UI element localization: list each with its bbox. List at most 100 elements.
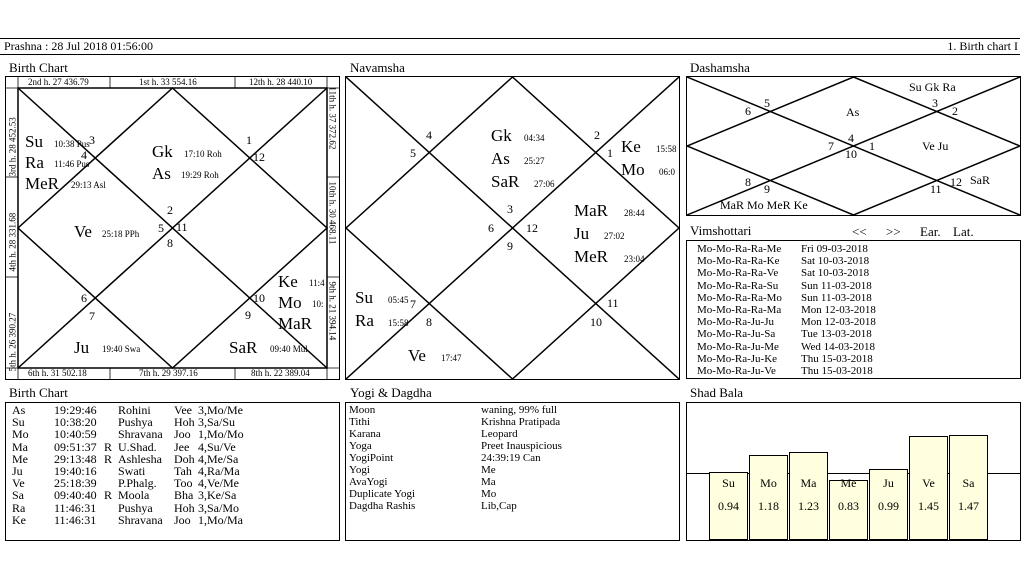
nav-planet-sar-degree: 27:06 [534, 179, 555, 189]
planet-longitude: 25:18:39 [54, 476, 97, 491]
dashamsha-lines [687, 77, 1020, 215]
yogi-value: Leopard [481, 428, 518, 440]
d10-su-gk-ra[interactable]: Su Gk Ra [909, 80, 956, 94]
planet-mer[interactable]: MeR [25, 174, 59, 193]
planet-gk[interactable]: Gk [152, 142, 173, 161]
planet-mo-degree: 10: [312, 299, 324, 309]
nav-planet-mar[interactable]: MaR [574, 201, 608, 220]
planet-as[interactable]: As [152, 164, 171, 183]
house-label-5: 5th h. 26 390.27 [7, 312, 18, 372]
planet-sar[interactable]: SaR [229, 338, 258, 357]
nav-planet-sar[interactable]: SaR [491, 172, 520, 191]
nakshatra: Moola [118, 488, 150, 503]
planet-name: Su [12, 415, 25, 430]
planet-longitude: 10:38:20 [54, 415, 97, 430]
pada-lords: 1,Mo/Mo [198, 427, 244, 442]
d10-sar[interactable]: SaR [970, 173, 991, 187]
d10-ve-ju[interactable]: Ve Ju [922, 139, 949, 153]
dasha-date: Wed 14-03-2018 [801, 340, 875, 353]
birth-chart-panel[interactable]: 2nd h. 27 436.79 1st h. 33 554.16 12th h… [5, 76, 340, 380]
planet-mar[interactable]: MaR [278, 314, 312, 333]
d10-mar-mo-mer-ke[interactable]: MaR Mo MeR Ke [720, 198, 808, 212]
dashamsha-panel[interactable]: 5 6 3 2 4 7 1 10 8 9 12 11 Su Gk Ra As V… [686, 76, 1021, 216]
navamsha-panel[interactable]: 2 1 4 5 3 6 12 9 7 8 11 10 Gk 04:34 As 2… [345, 76, 680, 380]
nav-planet-mer[interactable]: MeR [574, 247, 608, 266]
d10-num-6: 6 [745, 104, 751, 118]
planet-name: Ke [12, 512, 26, 527]
vim-later-button[interactable]: Lat. [953, 224, 974, 239]
dasha-period: Mo-Mo-Ra-Ju-Me [697, 340, 779, 353]
nav-planet-ve-degree: 17:47 [441, 353, 462, 363]
nav-planet-as[interactable]: As [491, 149, 510, 168]
nav-planet-su[interactable]: Su [355, 288, 373, 307]
dasha-period: Mo-Mo-Ra-Ra-Ke [697, 255, 780, 268]
dasha-row[interactable]: Mo-Mo-Ra-Ju-Me Wed 14-03-2018 [687, 341, 1020, 353]
nav-planet-ve[interactable]: Ve [408, 346, 426, 365]
nav-planet-ra-degree: 15:58 [388, 318, 409, 328]
nav-planet-ju[interactable]: Ju [574, 224, 590, 243]
nav-planet-mar-degree: 28:44 [624, 208, 645, 218]
nav-planet-ra[interactable]: Ra [355, 311, 374, 330]
house-num-9: 9 [245, 308, 251, 322]
planet-mo[interactable]: Mo [278, 293, 302, 312]
vim-next-button[interactable]: >> [886, 224, 901, 239]
retro-flag [104, 465, 118, 477]
nav-planet-gk[interactable]: Gk [491, 126, 512, 145]
d10-as[interactable]: As [846, 105, 860, 119]
nav-num-7: 7 [410, 297, 416, 311]
house-label-12: 12th h. 28 440.10 [249, 77, 313, 87]
dasha-period: Mo-Mo-Ra-Ju-Sa [697, 328, 776, 341]
planet-ju[interactable]: Ju [74, 338, 90, 357]
dasha-date: Fri 09-03-2018 [801, 243, 868, 255]
pada-lords: 1,Mo/Ma [198, 512, 243, 527]
nav-planet-ke-degree: 15:58 [656, 144, 677, 154]
yogi-key: Yoga [349, 440, 372, 452]
planet-ra[interactable]: Ra [25, 153, 44, 172]
nav-planet-mo[interactable]: Mo [621, 160, 645, 179]
planet-ve[interactable]: Ve [74, 222, 92, 241]
d10-num-2: 2 [952, 104, 958, 118]
nav-planet-ke[interactable]: Ke [621, 137, 641, 156]
chart-selector[interactable]: 1. Birth chart I [947, 39, 1018, 53]
pada-lords: 3,Mo/Me [198, 403, 243, 417]
nav-planet-as-degree: 25:27 [524, 156, 545, 166]
house-label-4: 4th h. 28 331.68 [7, 212, 18, 272]
planet-longitude: 11:46:31 [54, 512, 97, 527]
planet-ke[interactable]: Ke [278, 272, 298, 291]
house-num-4: 4 [81, 148, 87, 162]
vim-earlier-button[interactable]: Ear. [920, 224, 941, 239]
dasha-period: Mo-Mo-Ra-Ra-Su [697, 279, 779, 292]
nakshatra: Pushya [118, 500, 153, 515]
planet-name: Ve [12, 476, 25, 491]
pada-lords: 3,Ke/Sa [198, 488, 237, 503]
dasha-period: Mo-Mo-Ra-Ra-Ma [697, 304, 782, 317]
d10-num-1: 1 [869, 139, 875, 153]
navamsha-title: Navamsha [350, 60, 405, 75]
planet-su[interactable]: Su [25, 132, 43, 151]
vim-prev-button[interactable]: << [852, 224, 867, 239]
nav-num-6: 6 [488, 221, 494, 235]
house-num-12: 12 [253, 150, 265, 164]
nav-planet-su-degree: 05:45 [388, 295, 409, 305]
planet-name: Ma [12, 439, 28, 454]
retro-flag [104, 514, 118, 526]
